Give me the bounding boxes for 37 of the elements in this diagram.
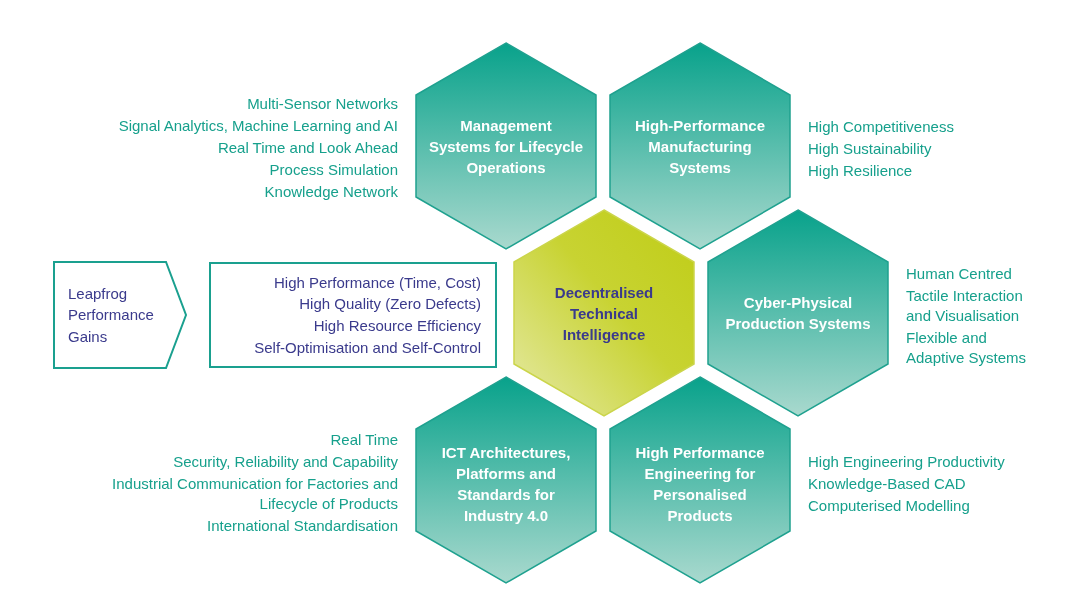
feature-text: High Sustainability [808,139,932,159]
benefit-text: High Resource Efficiency [313,316,481,336]
hexagon [609,42,791,250]
hexagon-label: High-Performance Manufacturing Systems [634,115,766,178]
feature-text: Knowledge Network [264,182,398,202]
hexagon-label: High Performance Engineering for Personalised Products [634,443,766,526]
feature-text: Tactile Interaction and Visualisation [906,286,1024,326]
benefits-box [209,262,497,368]
benefit-text: High Quality (Zero Defects) [299,294,481,315]
hexagon [707,209,889,417]
chevron-label: Leapfrog Performance Gains [68,283,155,347]
feature-text: High Competitiveness [808,117,954,137]
feature-text: High Resilience [808,161,913,181]
feature-text: High Engineering Productivity [808,452,1005,472]
feature-text: Real Time and Look Ahead [217,138,398,158]
feature-text: Process Simulation [269,160,398,180]
hexagon-label: Cyber-Physical Production Systems [724,293,872,334]
feature-text: Security, Reliability and Capability [173,452,398,472]
hexagon-label: Management Systems for Lifecycle Operations [428,115,584,178]
hexagon [415,376,597,584]
hexagon [415,42,597,250]
hexagon-label: Decentralised Technical Intelligence [553,282,655,345]
feature-text: Computerised Modelling [808,496,970,516]
feature-text: Signal Analytics, Machine Learning and AI [118,116,398,136]
feature-text: Real Time [330,430,398,450]
feature-text: Knowledge-Based CAD [808,474,966,494]
hexagon [609,376,791,584]
hexagon-label: ICT Architectures, Platforms and Standards for Industry 4.0 [440,443,572,526]
hexagon [513,209,695,417]
benefit-text: Self-Optimisation and Self-Control [254,337,481,358]
feature-text: Flexible and Adaptive Systems [906,328,1028,368]
chevron-box [53,261,188,369]
feature-text: Human Centred [906,264,1012,284]
benefit-text: High Performance (Time, Cost) [274,272,481,293]
feature-text: International Standardisation [207,516,398,536]
feature-text: Industrial Communication for Factories and Lifecycle of Products [111,474,398,514]
feature-text: Multi-Sensor Networks [247,94,398,114]
